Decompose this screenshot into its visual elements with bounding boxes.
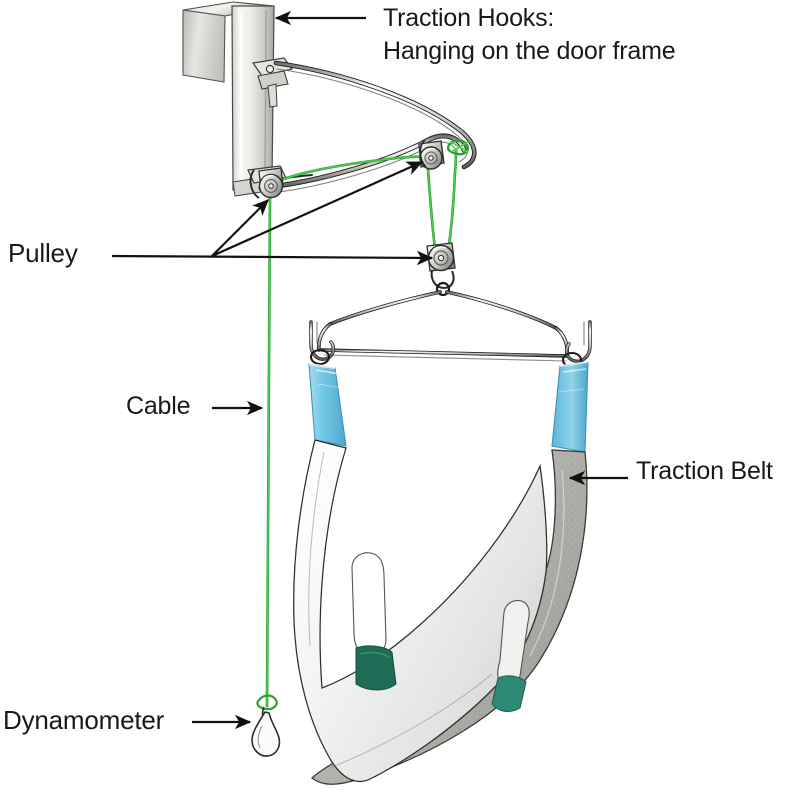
spreader-bar-apex-ring <box>435 281 451 297</box>
label-dynamometer: Dynamometer <box>3 705 165 735</box>
pulley-movable <box>426 242 456 290</box>
watermark-text <box>272 779 602 795</box>
traction-belt-front-panel <box>293 439 548 783</box>
label-pulley: Pulley <box>8 238 78 268</box>
label-traction-hooks-line1: Traction Hooks: <box>383 4 555 32</box>
traction-hook-bracket <box>182 1 294 197</box>
label-traction-hooks-line2: Hanging on the door frame <box>383 37 676 65</box>
pulley-fixed-left <box>249 167 284 199</box>
traction-belt-patch-left <box>355 645 397 691</box>
dynamometer-body <box>251 711 281 757</box>
strap-right <box>551 361 589 453</box>
label-traction-hooks: Traction Hooks: Hanging on the door fram… <box>383 2 676 68</box>
spreader-bar-hook-left <box>309 320 336 366</box>
label-cable: Cable <box>126 392 191 420</box>
dynamometer <box>251 694 281 757</box>
traction-belt-patch-right <box>491 675 527 712</box>
label-traction-belt: Traction Belt <box>636 457 773 485</box>
cable-knot <box>446 139 470 156</box>
traction-belt-slot-right <box>497 599 530 686</box>
support-arm <box>258 60 477 195</box>
cable <box>265 139 470 708</box>
bracket-upper-joint <box>251 57 294 108</box>
dynamometer-cable-knot <box>256 694 278 711</box>
arrow-pulley-movable <box>111 250 434 266</box>
bracket-front-flap <box>182 9 226 83</box>
bracket-shadow-edge <box>264 9 267 184</box>
bracket-back-plate <box>231 5 275 191</box>
arrow-pulley-fixed-right <box>211 160 424 258</box>
arrow-pulley-fixed-left <box>211 199 269 257</box>
pulley-fixed-right <box>418 139 445 170</box>
traction-belt <box>293 439 588 785</box>
annotation-arrows <box>111 10 628 730</box>
spreader-bar-hook-right <box>561 320 592 369</box>
pulley-movable-shackle <box>430 269 455 290</box>
spreader-bar <box>309 281 592 369</box>
strap-left <box>308 362 347 447</box>
traction-belt-slot-left <box>351 552 387 656</box>
